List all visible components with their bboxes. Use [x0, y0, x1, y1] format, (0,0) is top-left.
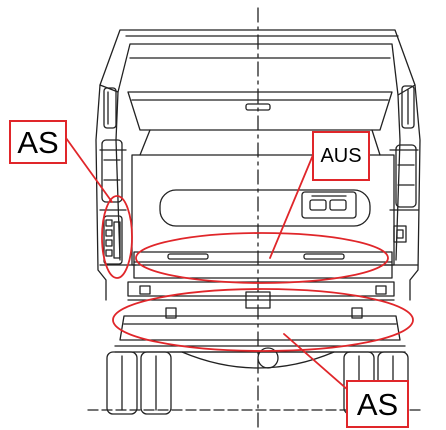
rear-axle — [169, 347, 351, 369]
callout-aus: AUS — [312, 131, 370, 181]
left-wheels — [106, 351, 172, 415]
left-lower-lamp-cluster — [103, 215, 123, 265]
right-side-body — [381, 84, 421, 301]
callout-as-left: AS — [9, 120, 67, 164]
callout-as-left-label: AS — [17, 124, 59, 160]
right-mirror — [401, 85, 415, 129]
callout-as-bottom-label: AS — [356, 386, 399, 422]
callout-as-bottom: AS — [346, 380, 409, 428]
right-lower-lamp — [393, 225, 407, 243]
annotation-ellipse-left-lamps — [101, 195, 133, 279]
leader-line-as-bottom — [283, 333, 349, 391]
leader-line-as-left — [65, 137, 113, 203]
right-rear-lamp — [395, 144, 417, 208]
roof-frame — [99, 29, 416, 96]
annotation-ellipse-tailgate-bottom — [135, 232, 389, 284]
annotation-ellipse-lower-bumper — [112, 288, 414, 352]
annotation-marks — [65, 137, 414, 391]
upper-panel — [127, 91, 393, 156]
callout-aus-label: AUS — [320, 145, 362, 167]
leader-line-aus — [269, 154, 314, 259]
bumper-strip — [133, 251, 393, 279]
tailgate-panel — [131, 154, 395, 266]
left-mirror — [103, 87, 117, 129]
